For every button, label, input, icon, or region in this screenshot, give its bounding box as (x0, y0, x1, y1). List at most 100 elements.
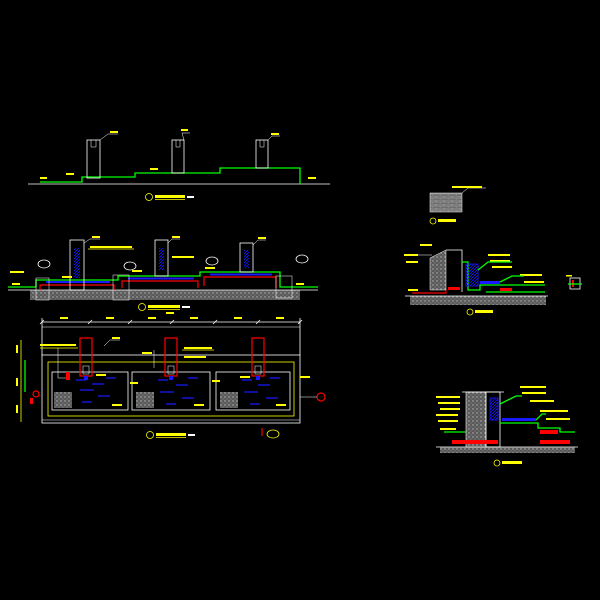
pillar-core (465, 391, 487, 448)
label-mark (520, 386, 546, 388)
leader-line (83, 238, 100, 244)
label-mark (40, 177, 47, 179)
detail-box (275, 275, 293, 299)
label-mark (12, 283, 20, 285)
leader-line (103, 339, 120, 347)
label-mark (300, 376, 310, 378)
label-mark (308, 177, 316, 179)
label-mark (524, 281, 544, 283)
plan-section-markers (30, 390, 326, 404)
label-mark (112, 337, 120, 339)
label-mark (110, 131, 118, 133)
pool-wall (39, 284, 115, 290)
detail-bubble (37, 259, 51, 269)
pillar-outlet (82, 365, 90, 375)
detail-water (502, 418, 536, 421)
title-circle (138, 303, 146, 311)
section-detail-markers (35, 254, 309, 301)
detail-edge-block (540, 430, 558, 434)
title-circle (145, 193, 153, 201)
spout (256, 376, 260, 380)
section-pillars (69, 239, 254, 291)
label-mark (452, 186, 482, 188)
north-marker (266, 429, 280, 439)
label-mark (92, 236, 100, 238)
label-mark (436, 414, 458, 416)
label-mark (276, 404, 286, 406)
leader-line (499, 395, 522, 405)
dimension-mark (16, 405, 18, 413)
dimension-mark (16, 378, 18, 386)
label-mark (492, 266, 512, 268)
plan-dimension-left (16, 340, 26, 422)
leader-line (99, 133, 118, 141)
label-mark (40, 344, 76, 346)
title-mark (438, 219, 456, 222)
section-title (138, 303, 190, 311)
water-surface (46, 281, 110, 283)
pillar-inner-channel (244, 250, 249, 268)
elevation-pillars (86, 139, 269, 179)
label-mark (438, 420, 458, 422)
label-mark (271, 133, 279, 135)
elevation-pillar (255, 139, 269, 169)
pool-compartment (215, 371, 291, 411)
plan-water-ripples (76, 377, 280, 405)
label-mark (520, 274, 542, 276)
section-gravel-base (30, 290, 300, 300)
pebble-area (136, 392, 154, 408)
label-mark (540, 410, 568, 412)
plan-coping-outline (47, 361, 295, 417)
leader-line (167, 238, 180, 244)
detail-ground-profile (462, 261, 545, 291)
label-mark (530, 400, 554, 402)
label-mark (296, 283, 304, 285)
label-mark (436, 396, 460, 398)
brick-wall-sample (429, 192, 463, 213)
detail-ground-profile (500, 422, 575, 433)
section-pool-structure (39, 273, 277, 290)
detail-gravel-base (440, 447, 575, 453)
leader-line (535, 413, 546, 421)
section-view (8, 236, 318, 311)
pool-wall (121, 280, 199, 288)
wall-texture-detail (429, 186, 486, 225)
plan-view (16, 312, 326, 439)
plan-compartments (51, 371, 291, 411)
label-mark (96, 374, 106, 376)
elevation-terrace-profile (40, 167, 301, 184)
detail-bubble (123, 261, 137, 271)
label-mark (10, 271, 24, 273)
section-labels (10, 236, 304, 285)
leader-line (499, 275, 524, 283)
label-mark (194, 404, 204, 406)
elevation-title (145, 193, 194, 201)
detail-footing (452, 440, 498, 444)
pillar-water-pipe (489, 397, 499, 421)
detail-coping (446, 249, 463, 292)
detail-footing (500, 288, 512, 291)
detail-box (35, 277, 50, 301)
title-mark (502, 461, 522, 464)
detail-bubble (295, 254, 309, 264)
title-circle (429, 217, 437, 225)
dimension-mark (16, 345, 18, 353)
scale-mark (187, 196, 194, 198)
label-mark (172, 256, 194, 258)
dimension-mark (234, 317, 242, 319)
plan-outer-boundary (41, 354, 301, 424)
detail-footing (540, 440, 570, 444)
elevation-pillar (86, 139, 101, 179)
pillar-notch (90, 140, 97, 148)
dimension-ticks (39, 318, 303, 355)
detail-bubble (205, 256, 219, 266)
label-mark (90, 246, 132, 248)
pillar-notch (175, 140, 181, 148)
detail-water-channel (465, 263, 479, 287)
small-fitting-detail (566, 275, 582, 290)
spout (169, 376, 173, 380)
label-mark (406, 261, 418, 263)
detail-gravel-base (410, 296, 546, 305)
pillar-outlet (254, 365, 262, 375)
